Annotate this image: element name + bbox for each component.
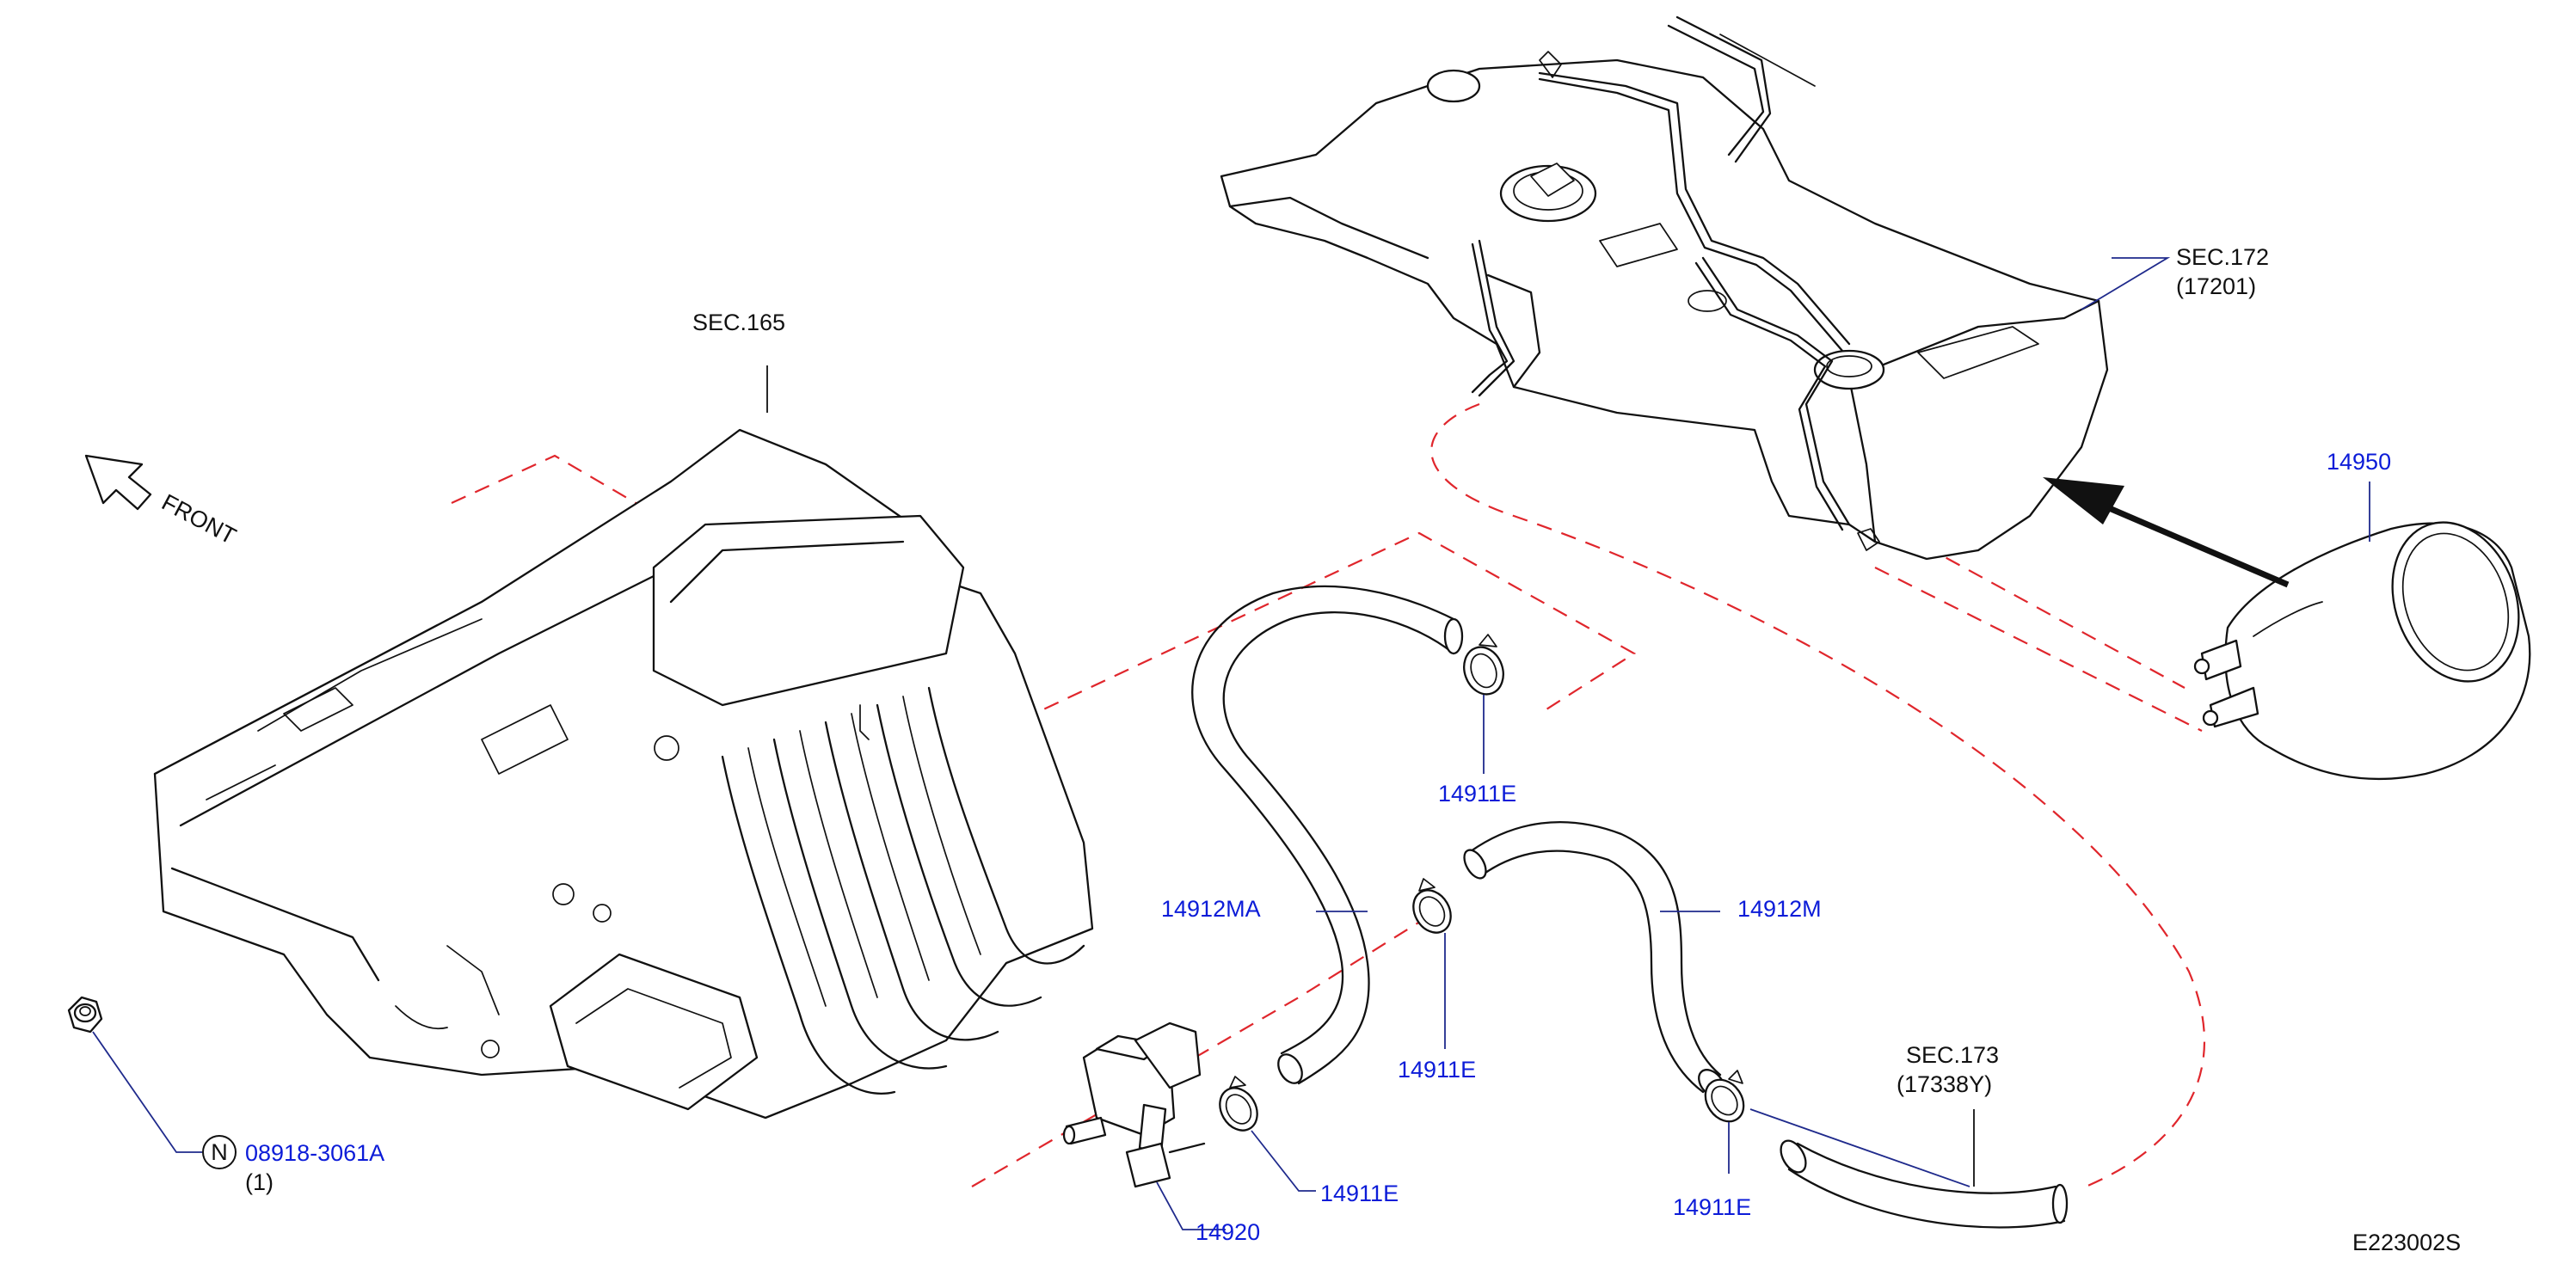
- drawing-code: E223002S: [2352, 1230, 2461, 1255]
- callout-14912ma: 14912MA: [1161, 896, 1261, 922]
- clamp-top: [1463, 634, 1504, 696]
- callout-14920: 14920: [1196, 1219, 1260, 1245]
- bolt-prefix-circle: [202, 1135, 237, 1169]
- hose-sec173: [1780, 1139, 2069, 1229]
- callout-bolt-part: 08918-3061A: [245, 1140, 384, 1166]
- callout-sec165: SEC.165: [692, 310, 785, 335]
- hose-phantom: [997, 531, 1637, 732]
- callout-14950: 14950: [2327, 449, 2391, 475]
- front-arrow-icon: [84, 454, 152, 511]
- hose-14912m: [1463, 821, 1725, 1098]
- callout-14911e-bot-right: 14911E: [1673, 1194, 1751, 1220]
- clamp-mid: [1412, 878, 1452, 934]
- purge-valve-14920: [1062, 1021, 1206, 1188]
- callout-14911e-top: 14911E: [1438, 781, 1516, 807]
- hose-clamps: [1219, 634, 1745, 1132]
- leader-lines: [92, 257, 2370, 1230]
- evap-canister-14950: [2193, 521, 2531, 781]
- intake-manifold-assembly: [153, 428, 1094, 1120]
- bolt-prefix: N: [211, 1139, 228, 1165]
- callout-sec172-sub: (17201): [2176, 273, 2256, 299]
- canister-phantom-b: [1874, 567, 2203, 732]
- plenum-top: [652, 514, 965, 707]
- labels: SEC.165 SEC.172 (17201) 14950 14911E 149…: [157, 244, 2461, 1255]
- canister-phantom-a: [1900, 532, 2186, 689]
- callout-bolt-qty: (1): [245, 1169, 274, 1195]
- clamp-bot-right: [1704, 1070, 1745, 1123]
- callout-sec173-sub: (17338Y): [1897, 1071, 1992, 1097]
- callout-14912m: 14912M: [1737, 896, 1822, 922]
- clamp-bot-left: [1219, 1076, 1258, 1132]
- tank-line-phantom: [1430, 402, 2206, 1188]
- fuel-tank-assembly: [1220, 15, 2109, 561]
- callout-14911e-mid: 14911E: [1398, 1057, 1476, 1083]
- callout-sec172: SEC.172: [2176, 244, 2269, 270]
- install-arrow: [2043, 477, 2290, 588]
- bolt-08918-3061a: [67, 996, 103, 1034]
- hose-14912ma: [1191, 585, 1464, 1085]
- callout-14911e-bot-left: 14911E: [1320, 1181, 1399, 1206]
- callout-sec173: SEC.173: [1906, 1042, 1999, 1068]
- front-label: FRONT: [157, 489, 240, 549]
